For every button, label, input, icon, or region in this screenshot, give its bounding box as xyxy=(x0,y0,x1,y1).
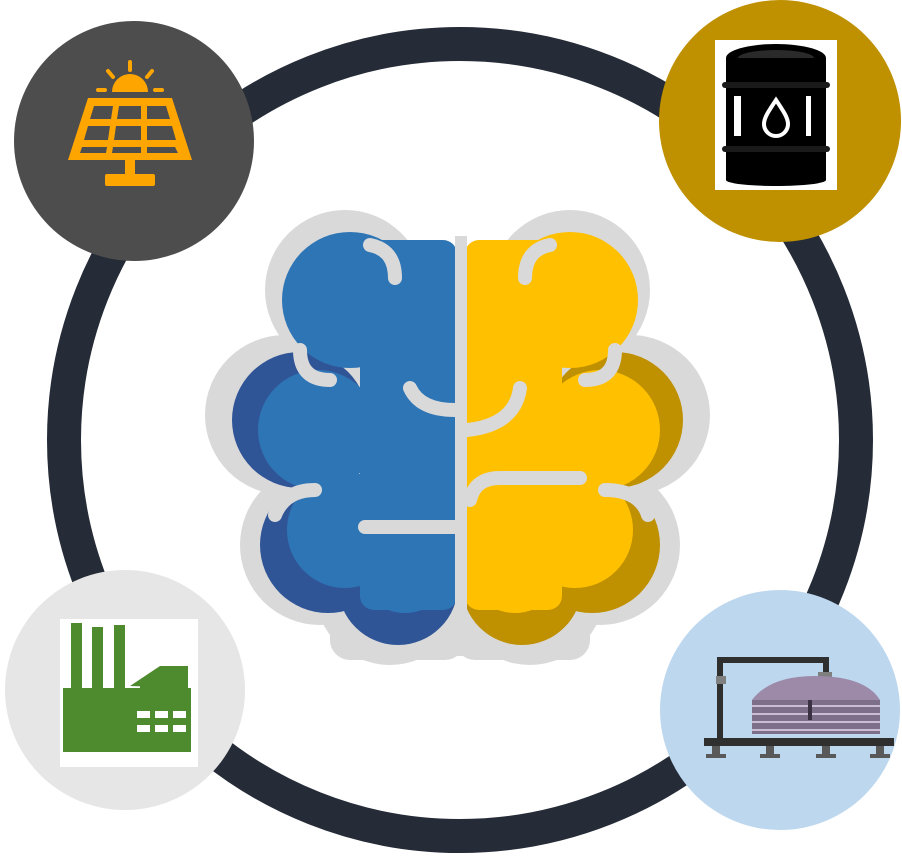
solar-panel-icon xyxy=(68,60,192,186)
storage-tank-icon xyxy=(704,657,894,758)
node-oil xyxy=(659,0,901,242)
oil-barrel-icon xyxy=(722,44,830,186)
factory-icon xyxy=(63,623,191,752)
node-storage xyxy=(660,590,900,830)
connection-ring xyxy=(47,27,873,853)
node-solar xyxy=(14,21,254,261)
brain-icon xyxy=(205,210,710,665)
node-factory xyxy=(5,570,245,810)
